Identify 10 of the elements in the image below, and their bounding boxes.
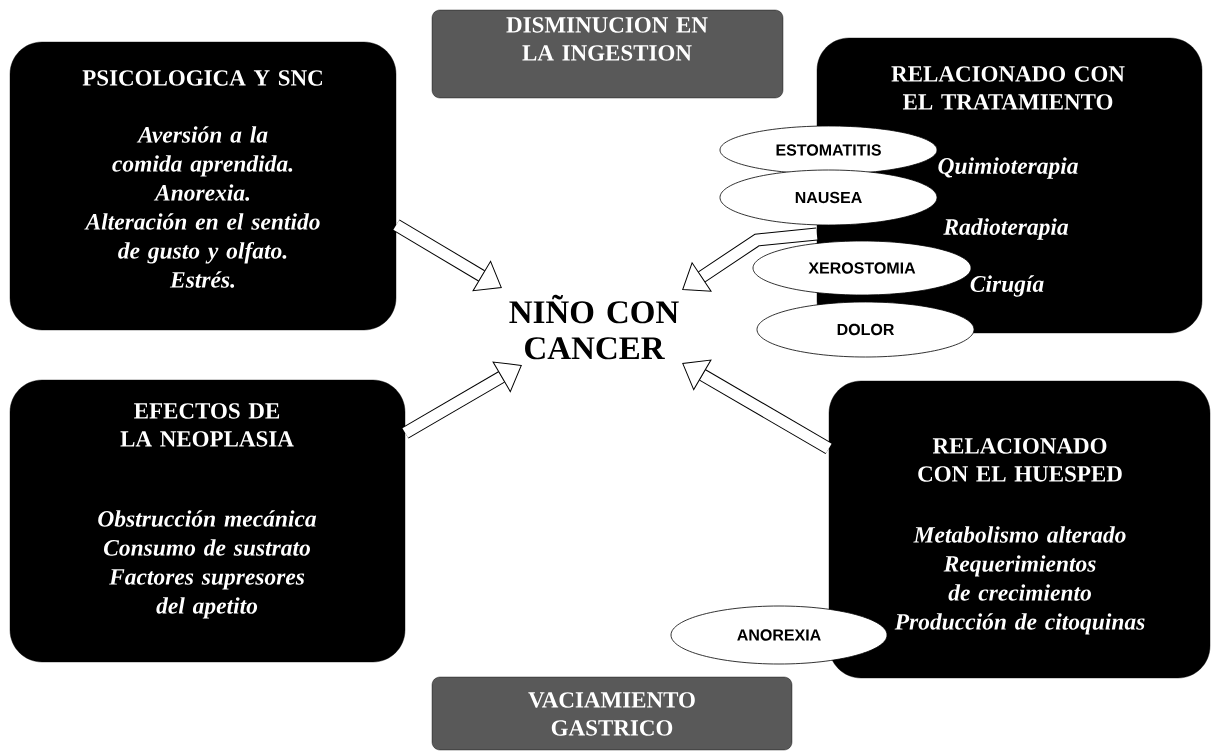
center-label: NIÑO CON CANCER bbox=[509, 294, 679, 360]
category-box: EFECTOS DE LA NEOPLASIA Obstrucción mecánica Consumo de sustrato Factores supresores del apetito bbox=[9, 379, 406, 663]
block-arrow bbox=[401, 361, 522, 439]
heading-box: VACIAMIENTO GASTRICO bbox=[431, 676, 793, 751]
block-arrow bbox=[682, 359, 833, 455]
category-box: PSICOLOGICA Y SNC Aversión a la comida aprendida. Anorexia. Alteración en el sentido de gusto y olfato. Estrés. bbox=[9, 41, 397, 331]
block-arrow bbox=[392, 219, 502, 292]
block-arrow bbox=[682, 227, 818, 292]
heading-box: DISMINUCION EN LA INGESTION bbox=[431, 9, 784, 99]
category-box: RELACIONADO CON EL HUESPED Metabolismo alterado Requerimientos de crecimiento Producción de citoquinas bbox=[828, 380, 1211, 679]
